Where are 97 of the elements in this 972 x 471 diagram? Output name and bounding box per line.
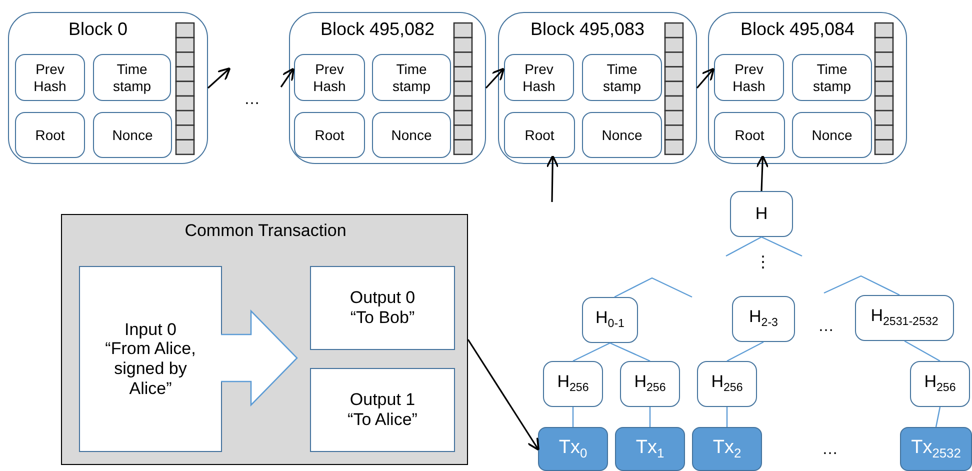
transaction-node bbox=[900, 427, 972, 471]
field-label: Root bbox=[734, 126, 766, 144]
header-field-box bbox=[504, 54, 574, 101]
output-text: Output 0 bbox=[348, 288, 416, 308]
input-text: “From Alice, signed by Alice” bbox=[104, 339, 197, 398]
header-field-box bbox=[93, 112, 172, 158]
header-field-box bbox=[372, 54, 451, 101]
field-label: Prev Hash bbox=[312, 61, 347, 94]
header-field-box bbox=[792, 112, 872, 158]
connector-line bbox=[572, 342, 610, 362]
hash-label: H$_{256}$ bbox=[710, 372, 744, 396]
hash-label: H$_{2-3}$ bbox=[748, 307, 779, 331]
hash-node bbox=[855, 295, 954, 341]
header-field-box bbox=[372, 112, 451, 158]
header-field-box bbox=[714, 112, 785, 158]
input-box bbox=[79, 266, 222, 452]
arrow bbox=[467, 339, 540, 451]
field-label: Prev Hash bbox=[522, 61, 556, 94]
header-field-box bbox=[93, 54, 171, 101]
ellipsis: … bbox=[822, 441, 838, 459]
header-field-box bbox=[294, 54, 365, 101]
hash-node bbox=[620, 361, 680, 407]
hash-node bbox=[543, 361, 603, 407]
field-label: Nonce bbox=[600, 126, 644, 144]
ellipsis: ⋮ bbox=[755, 253, 771, 272]
hash-node bbox=[582, 297, 638, 343]
ellipsis: … bbox=[818, 318, 834, 336]
field-label: Time stamp bbox=[602, 61, 642, 94]
field-label: Prev Hash bbox=[32, 61, 68, 94]
hash-label: H bbox=[754, 204, 769, 224]
hash-node bbox=[730, 191, 793, 237]
block-panel bbox=[708, 12, 907, 164]
header-field-box bbox=[504, 112, 575, 158]
field-label: Time stamp bbox=[391, 61, 432, 94]
field-label: Prev Hash bbox=[732, 61, 766, 94]
header-field-box bbox=[714, 54, 784, 101]
transaction-node bbox=[692, 427, 762, 471]
hash-label: H$_{2531-2532}$ bbox=[870, 306, 940, 330]
ellipsis: … bbox=[244, 91, 260, 109]
connector-line bbox=[726, 236, 762, 257]
panel-title: Common Transaction bbox=[184, 221, 348, 241]
transaction-node bbox=[615, 427, 685, 471]
field-label: Nonce bbox=[111, 126, 154, 144]
field-label: Time stamp bbox=[812, 61, 852, 94]
connector-line bbox=[761, 236, 802, 257]
field-label: Nonce bbox=[810, 126, 854, 144]
block-panel bbox=[498, 12, 697, 164]
output-box bbox=[310, 266, 455, 350]
arrow bbox=[207, 67, 231, 89]
block-arrow bbox=[220, 309, 298, 407]
field-label: Time stamp bbox=[112, 61, 152, 94]
header-field-box bbox=[582, 54, 662, 101]
output-box bbox=[310, 368, 455, 452]
connector-line bbox=[614, 277, 692, 298]
connector-line bbox=[935, 406, 941, 428]
hash-label: H$_{0-1}$ bbox=[594, 308, 626, 332]
arrow bbox=[696, 68, 715, 89]
block-panel bbox=[8, 12, 208, 164]
hash-node bbox=[732, 296, 795, 342]
connector-line bbox=[904, 340, 940, 362]
block-panel bbox=[289, 12, 486, 164]
connector-line bbox=[824, 275, 900, 296]
field-label: Root bbox=[34, 126, 66, 144]
output-text: “To Bob” bbox=[349, 308, 416, 328]
header-field-box bbox=[792, 54, 872, 101]
transaction-node bbox=[538, 427, 608, 471]
field-label: Root bbox=[524, 126, 556, 144]
connector-line bbox=[726, 341, 764, 362]
arrow bbox=[485, 68, 505, 89]
connector-line bbox=[726, 407, 728, 427]
field-label: Root bbox=[314, 126, 346, 144]
connector-line bbox=[572, 407, 574, 427]
transaction-panel bbox=[61, 214, 468, 465]
hash-label: H$_{256}$ bbox=[923, 372, 957, 396]
header-field-box bbox=[15, 54, 85, 101]
block-title: Block 495,083 bbox=[529, 19, 646, 40]
connector-line bbox=[649, 407, 651, 427]
hash-node bbox=[697, 361, 757, 407]
transaction-label: Tx$_{2}$ bbox=[712, 436, 742, 462]
header-field-box bbox=[15, 112, 85, 158]
block-title: Block 495,084 bbox=[739, 19, 856, 40]
transaction-label: Tx$_{0}$ bbox=[558, 436, 588, 462]
header-field-box bbox=[582, 112, 662, 158]
block-title: Block 0 bbox=[67, 19, 129, 40]
input-text: Input 0 bbox=[124, 320, 178, 340]
output-text: “To Alice” bbox=[346, 410, 418, 430]
connector-line bbox=[610, 342, 650, 362]
hash-node bbox=[910, 361, 970, 407]
transaction-label: Tx$_{1}$ bbox=[634, 436, 666, 462]
transaction-label: Tx$_{2532}$ bbox=[910, 436, 962, 462]
hash-label: H$_{256}$ bbox=[633, 372, 667, 396]
field-label: Nonce bbox=[390, 126, 433, 144]
header-field-box bbox=[294, 112, 365, 158]
output-text: Output 1 bbox=[348, 390, 416, 410]
block-title: Block 495,082 bbox=[319, 19, 436, 40]
arrow bbox=[280, 68, 295, 88]
hash-label: H$_{256}$ bbox=[556, 372, 590, 396]
